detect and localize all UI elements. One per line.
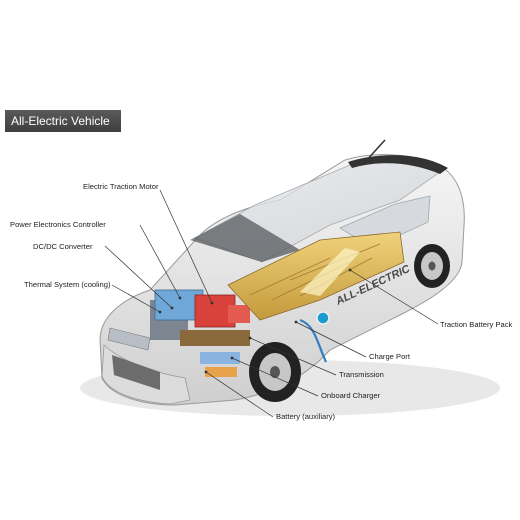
ev-logo-icon bbox=[316, 311, 330, 325]
label-aux-battery: Battery (auxiliary) bbox=[276, 412, 336, 421]
windshield bbox=[190, 214, 300, 262]
traction-battery-pack bbox=[227, 231, 405, 321]
label-traction-motor: Electric Traction Motor bbox=[83, 182, 159, 191]
label-dcdc-converter: DC/DC Converter bbox=[33, 242, 93, 251]
label-transmission: Transmission bbox=[339, 370, 384, 379]
charge-cable bbox=[299, 318, 327, 363]
label-power-controller: Power Electronics Controller bbox=[10, 220, 106, 229]
grille bbox=[112, 355, 160, 390]
label-charge-port: Charge Port bbox=[369, 352, 411, 361]
leader-lines bbox=[104, 189, 439, 418]
onboard-charger-box bbox=[200, 352, 240, 364]
battery-glow bbox=[300, 248, 360, 296]
rear-wheel bbox=[414, 244, 450, 288]
label-traction-battery: Traction Battery Pack bbox=[440, 320, 513, 329]
motor-housing bbox=[228, 305, 250, 323]
rear-spoiler bbox=[348, 155, 448, 174]
headlight bbox=[107, 327, 151, 351]
aux-battery-box bbox=[205, 367, 237, 377]
front-wheel bbox=[249, 342, 301, 402]
label-onboard-charger: Onboard Charger bbox=[321, 391, 381, 400]
label-thermal-system: Thermal System (cooling) bbox=[24, 280, 111, 289]
antenna bbox=[364, 139, 386, 163]
battery-cells bbox=[249, 243, 381, 301]
diagram-title: All-Electric Vehicle bbox=[5, 110, 121, 132]
leader-dots bbox=[158, 268, 352, 374]
transmission-block bbox=[180, 330, 250, 346]
